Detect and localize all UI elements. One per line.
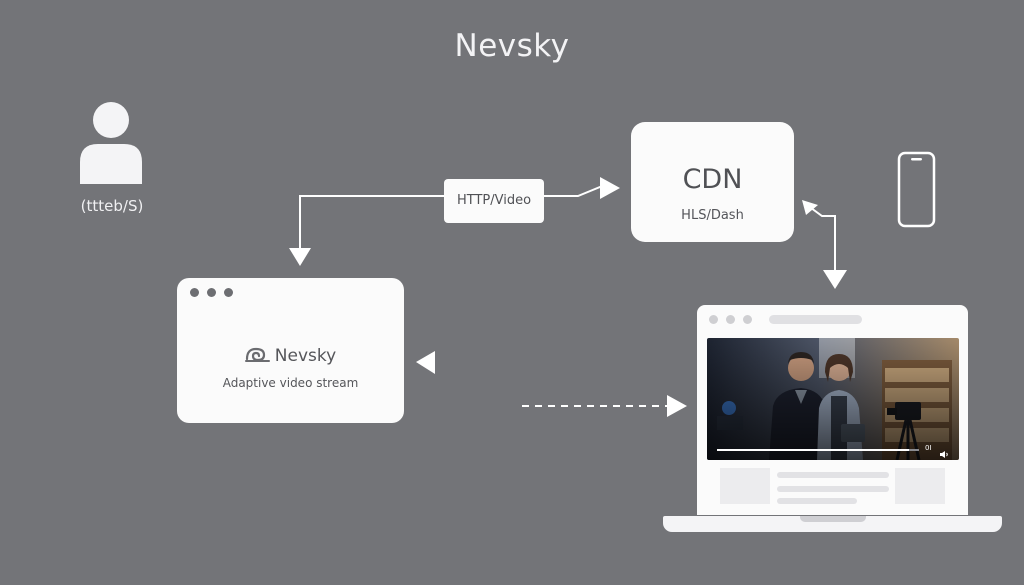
video-progress-fill <box>717 449 909 451</box>
laptop-window-dot-1 <box>709 315 718 324</box>
content-line-2 <box>777 486 889 492</box>
content-placeholder-left <box>720 468 770 504</box>
window-dot-1 <box>190 288 199 297</box>
volume-icon[interactable] <box>939 444 949 460</box>
brand-name: Nevsky <box>274 346 337 366</box>
laptop-window-dot-2 <box>726 315 735 324</box>
arrowhead-down-browser <box>289 248 311 266</box>
video-player[interactable]: 0I <box>707 338 959 460</box>
cdn-node: CDN HLS/Dash <box>631 122 794 242</box>
content-line-3 <box>777 498 857 504</box>
browser-window: Nevsky Adaptive video stream <box>177 278 404 423</box>
diagram-title: Nevsky <box>454 28 570 64</box>
arrowhead-right-laptop <box>667 395 687 417</box>
arrowhead-small-cdn <box>802 200 818 215</box>
user-icon <box>80 102 142 184</box>
http-video-label-box: HTTP/Video <box>444 179 544 223</box>
http-video-label: HTTP/Video <box>456 193 532 208</box>
laptop-base <box>663 516 1002 532</box>
brand-row: Nevsky <box>177 346 404 366</box>
laptop-url-bar <box>769 315 862 324</box>
video-time: 0I <box>925 444 932 452</box>
swirl-logo-icon <box>244 347 270 362</box>
laptop-notch <box>800 516 866 522</box>
video-frame-image <box>707 338 959 460</box>
arrowhead-down-laptop <box>823 270 847 289</box>
cdn-subtitle: HLS/Dash <box>681 208 744 223</box>
phone-icon <box>897 151 937 228</box>
content-line-1 <box>777 472 889 478</box>
brand-tagline: Adaptive video stream <box>222 376 359 390</box>
user-figure <box>76 100 146 186</box>
arrow-cdn-to-laptop-line <box>806 204 836 275</box>
laptop-window-dot-3 <box>743 315 752 324</box>
arrowhead-left-browser <box>416 351 435 374</box>
window-dot-2 <box>207 288 216 297</box>
user-label: (ttteb/S) <box>80 197 144 215</box>
content-placeholder-right <box>895 468 945 504</box>
cdn-title: CDN <box>682 164 743 195</box>
video-progress-track[interactable] <box>717 449 919 451</box>
arrowhead-right-cdn <box>600 177 620 199</box>
window-dot-3 <box>224 288 233 297</box>
laptop-screen: 0I <box>697 305 968 515</box>
arrow-to-browser-line <box>299 195 444 263</box>
